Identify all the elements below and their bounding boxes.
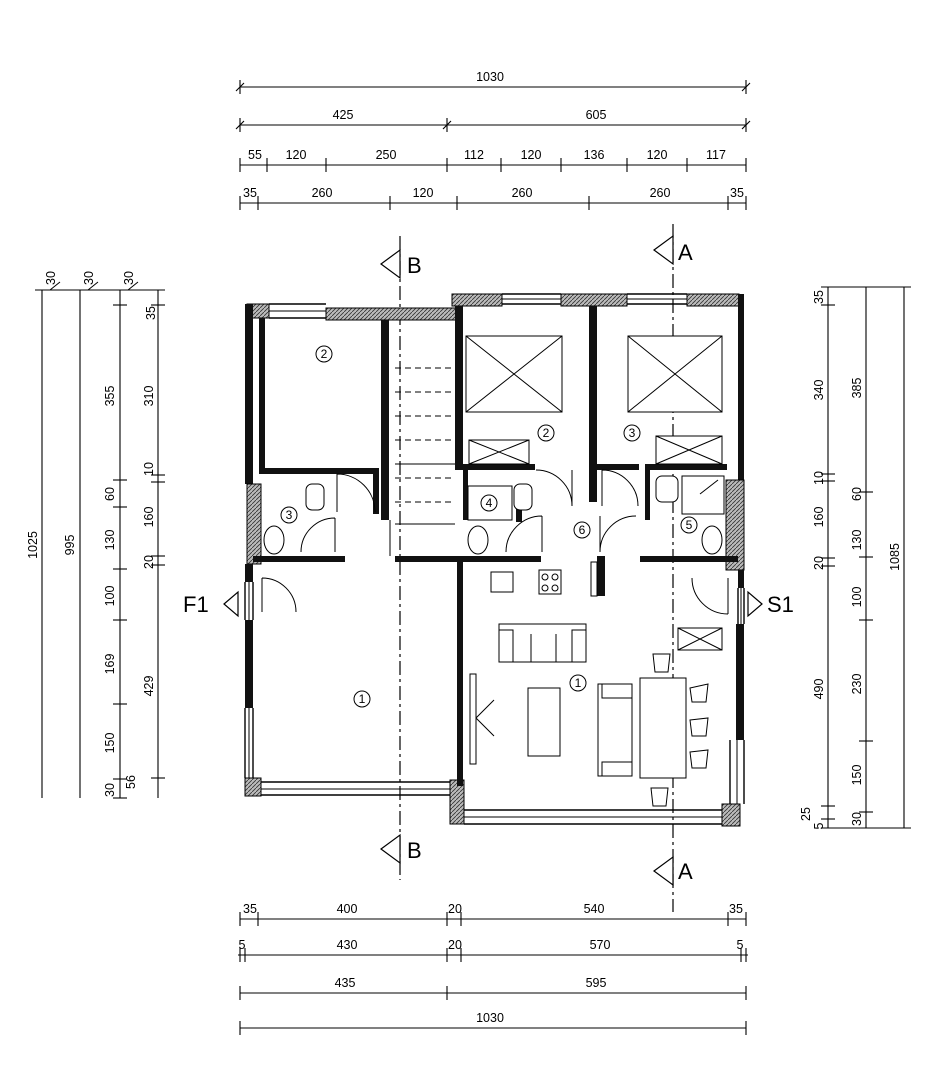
dimension-right: 35 340 10 160 20 490 25 5 385 60 130 100…: [799, 286, 911, 829]
dim-left-30c: 30: [122, 271, 136, 285]
walls: [244, 293, 745, 827]
dim-left-30a: 30: [44, 271, 58, 285]
dim-top-260b: 260: [512, 186, 533, 200]
dim-top-260a: 260: [312, 186, 333, 200]
dim-left-355: 355: [103, 386, 117, 407]
dim-right-20: 20: [812, 556, 826, 570]
dim-right-385: 385: [850, 378, 864, 399]
dim-right-25: 25: [799, 807, 813, 821]
windows: [248, 298, 742, 818]
elevation-s1-arrow: [747, 590, 763, 618]
room-numbers: 2 2 3 3 4 5 6 1 1: [280, 345, 698, 708]
dim-bot-35b: 35: [729, 902, 743, 916]
section-a-bottom-arrow: [652, 855, 674, 887]
dim-left-429: 429: [142, 676, 156, 697]
dim-top-35b: 35: [730, 186, 744, 200]
section-b-top-label: B: [407, 253, 422, 278]
dim-left-10: 10: [142, 462, 156, 476]
dim-bot-570: 570: [590, 938, 611, 952]
dim-top-250: 250: [376, 148, 397, 162]
dimension-top: 1030 425 605 55 120 250 112 120 136 120 …: [235, 70, 751, 210]
section-b-bottom-label: B: [407, 838, 422, 863]
dim-right-160: 160: [812, 507, 826, 528]
room-4: 4: [486, 496, 493, 510]
dim-left-60: 60: [103, 487, 117, 501]
dim-right-30: 30: [850, 812, 864, 826]
room-5: 5: [686, 518, 693, 532]
dim-top-117: 117: [706, 148, 726, 162]
room-1-right: 1: [575, 676, 582, 690]
section-markers: B A B A F1 S1: [183, 224, 794, 912]
section-a-top-arrow: [652, 234, 674, 266]
stairs: [395, 367, 455, 525]
elevation-s1-label: S1: [767, 592, 794, 617]
room-6: 6: [579, 523, 586, 537]
dim-top-112: 112: [464, 148, 484, 162]
dim-top-260c: 260: [650, 186, 671, 200]
dim-right-100: 100: [850, 587, 864, 608]
room-3-mid: 3: [629, 426, 636, 440]
dim-right-340: 340: [812, 380, 826, 401]
dim-top-120a: 120: [286, 148, 307, 162]
dimension-bottom: 35 400 20 540 35 5 430 20 570 5 435 595 …: [238, 902, 748, 1035]
section-b-bottom-arrow: [379, 833, 401, 865]
dim-left-56: 56: [124, 775, 138, 789]
dimension-left: 30 30 30 1025 995 35 355 60 130 100 169 …: [26, 271, 165, 799]
dim-left-160: 160: [142, 507, 156, 528]
dim-right-130: 130: [850, 530, 864, 551]
dim-bot-430: 430: [337, 938, 358, 952]
room-2-left: 2: [321, 347, 328, 361]
dim-bot-5a: 5: [239, 938, 246, 952]
dim-left-30b: 30: [82, 271, 96, 285]
dim-top-120c: 120: [647, 148, 668, 162]
dim-bot-400: 400: [337, 902, 358, 916]
dim-top-136: 136: [584, 148, 605, 162]
dim-right-35: 35: [812, 290, 826, 304]
room-1-left: 1: [359, 692, 366, 706]
dim-right-1085: 1085: [888, 543, 902, 571]
dim-bot-5b: 5: [737, 938, 744, 952]
dim-left-35: 35: [144, 306, 158, 320]
dim-right-10: 10: [812, 471, 826, 485]
dim-bot-540: 540: [584, 902, 605, 916]
dim-top-35a: 35: [243, 186, 257, 200]
elevation-f1-label: F1: [183, 592, 209, 617]
dim-bot-435: 435: [335, 976, 356, 990]
dim-right-230: 230: [850, 674, 864, 695]
dim-top-total: 1030: [476, 70, 504, 84]
dim-top-425: 425: [333, 108, 354, 122]
dim-right-150: 150: [850, 765, 864, 786]
room-2-mid: 2: [543, 426, 550, 440]
section-a-bottom-label: A: [678, 859, 693, 884]
dim-top-55: 55: [248, 148, 262, 162]
dim-left-1025: 1025: [26, 531, 40, 559]
dim-bot-total: 1030: [476, 1011, 504, 1025]
room-3-left: 3: [286, 508, 293, 522]
dim-left-150: 150: [103, 733, 117, 754]
dim-top-120d: 120: [413, 186, 434, 200]
dim-left-100: 100: [103, 586, 117, 607]
dim-left-169: 169: [103, 654, 117, 675]
dim-right-490: 490: [812, 679, 826, 700]
dim-left-130: 130: [103, 530, 117, 551]
dim-left-20: 20: [142, 555, 156, 569]
dim-left-995: 995: [63, 535, 77, 556]
dim-bot-20b: 20: [448, 938, 462, 952]
section-b-top-arrow: [379, 248, 401, 280]
dim-right-60: 60: [850, 487, 864, 501]
dim-left-310: 310: [142, 386, 156, 407]
dim-bot-20a: 20: [448, 902, 462, 916]
dim-bot-35a: 35: [243, 902, 257, 916]
furniture: [263, 335, 725, 807]
doors: [261, 469, 729, 615]
dim-right-5: 5: [812, 822, 826, 829]
dim-left-30d: 30: [103, 783, 117, 797]
section-a-top-label: A: [678, 240, 693, 265]
dim-top-120b: 120: [521, 148, 542, 162]
elevation-f1-arrow: [223, 590, 239, 618]
dim-bot-595: 595: [586, 976, 607, 990]
dim-top-605: 605: [586, 108, 607, 122]
